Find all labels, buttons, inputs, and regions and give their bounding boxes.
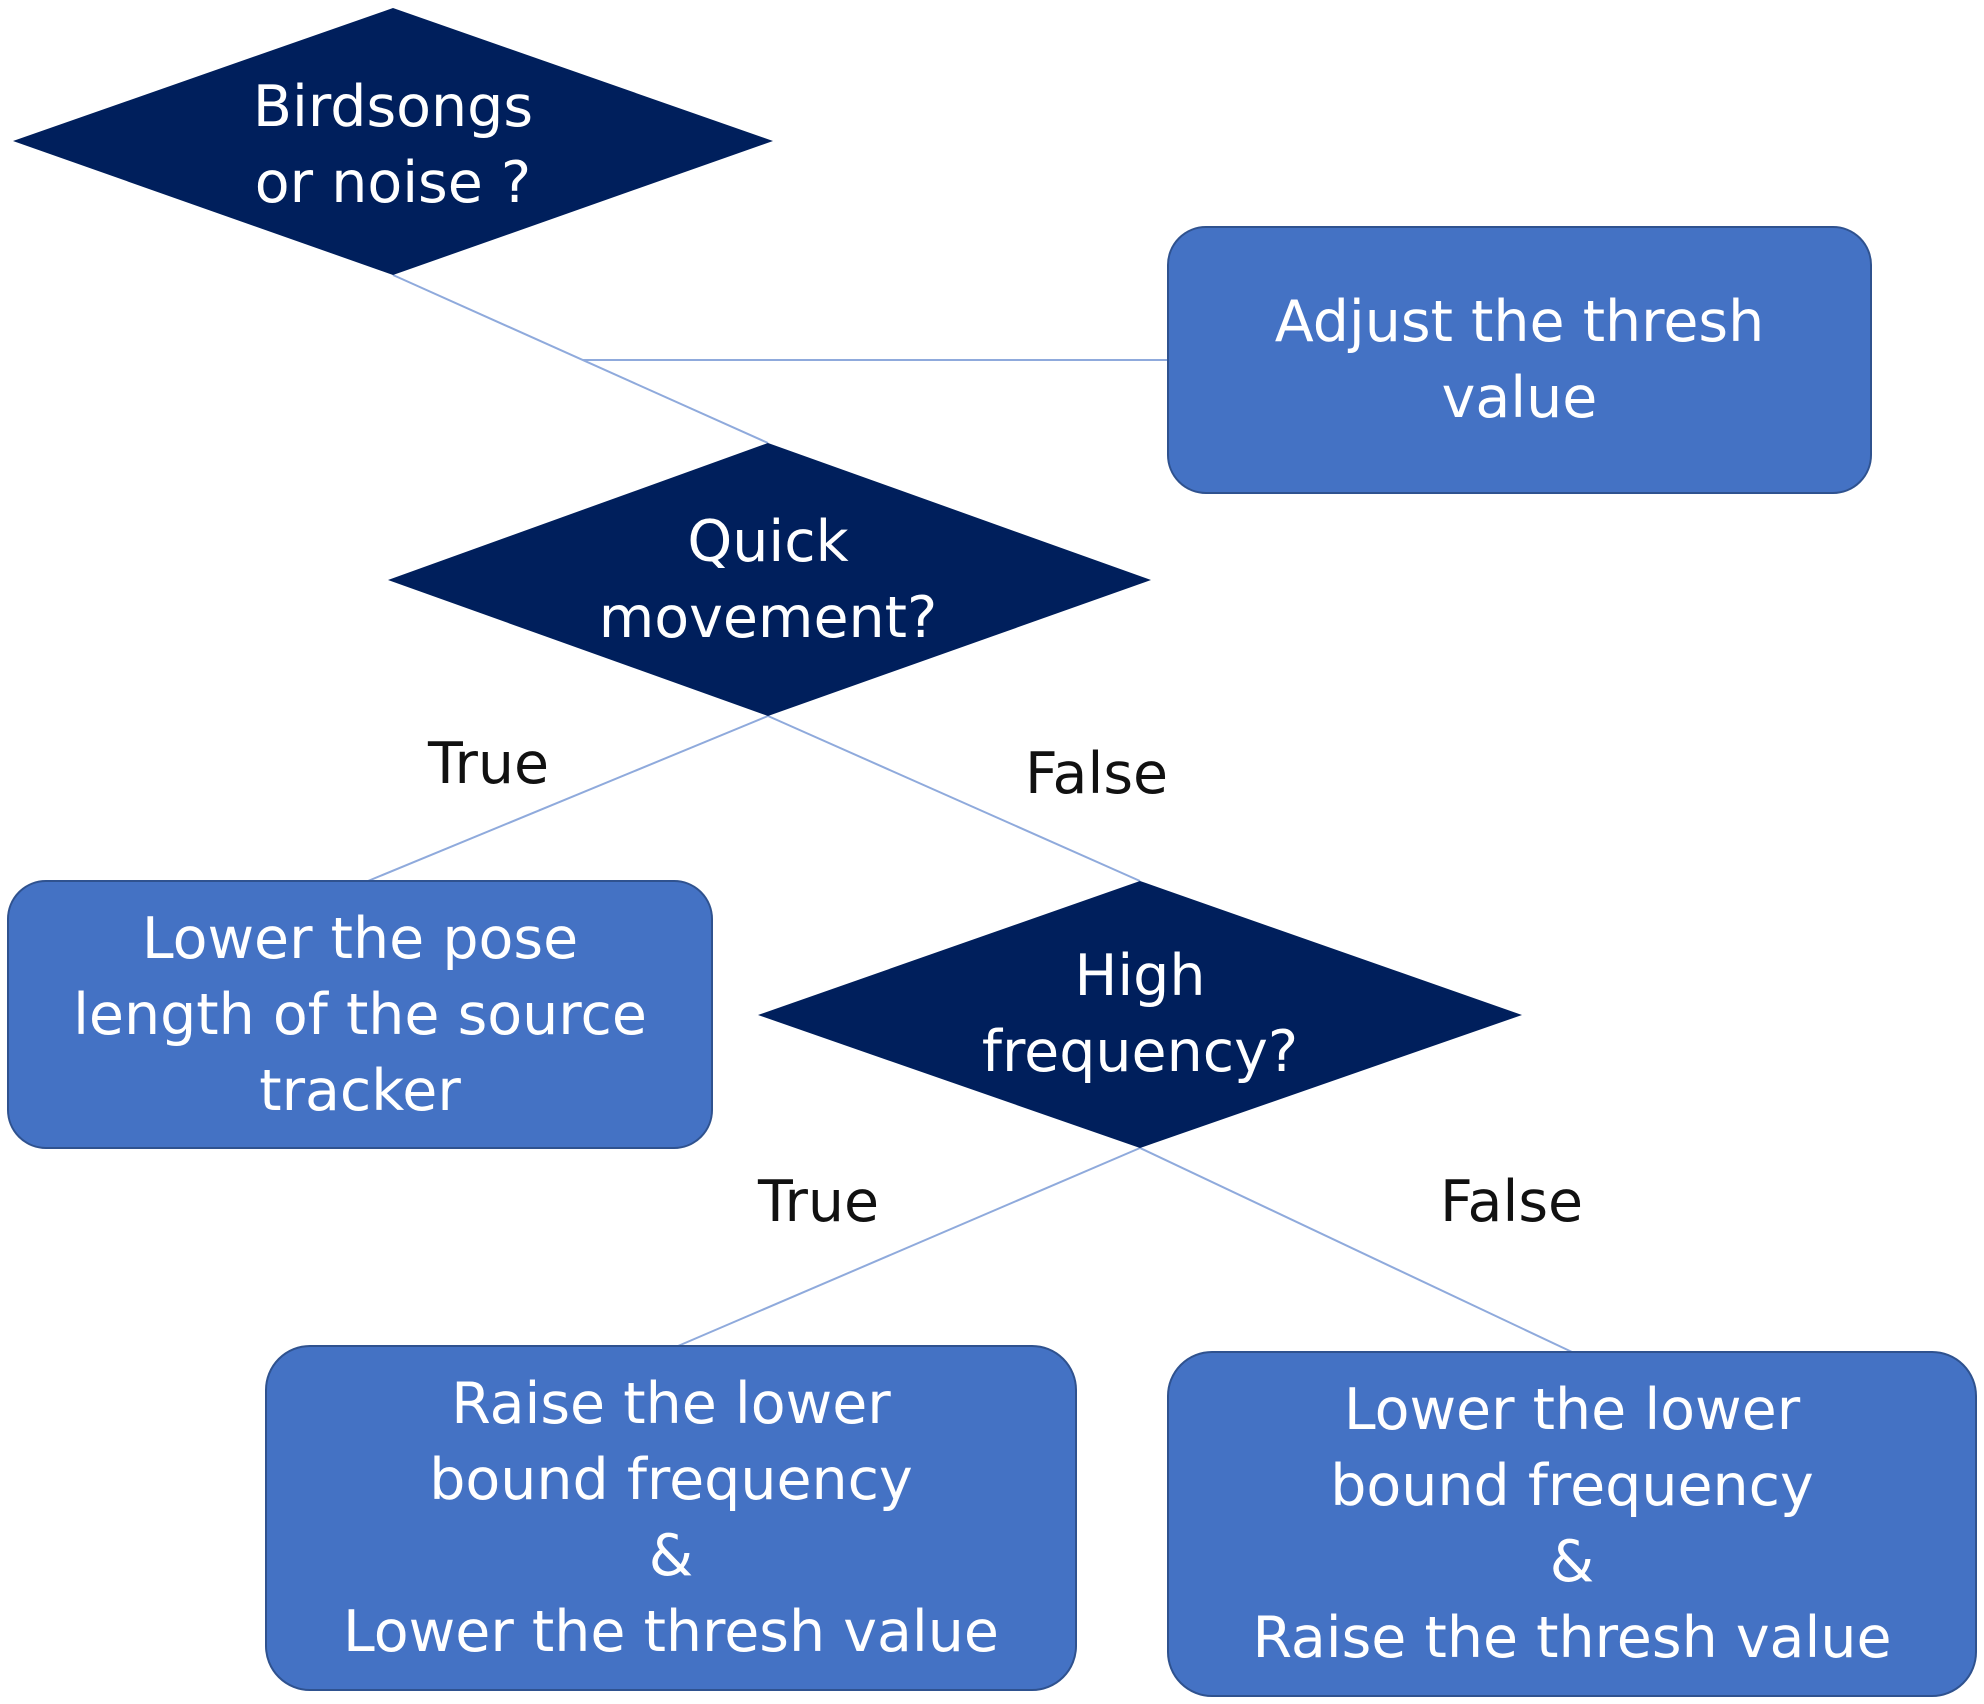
decision-birdsongs-or-noise xyxy=(13,8,773,275)
action-lower-lower-bound xyxy=(1167,1351,1977,1697)
decision-high-frequency xyxy=(758,881,1522,1148)
lower-lower-bound-label: Lower the lower bound frequency & Raise … xyxy=(1252,1377,1892,1671)
quick-movement-label: Quick movement? xyxy=(598,509,938,651)
edge-label-high-true: True xyxy=(758,1169,880,1235)
lower-pose-label: Lower the pose length of the source trac… xyxy=(73,905,647,1124)
raise-lower-bound-label: Raise the lower bound frequency & Lower … xyxy=(343,1371,999,1665)
high-frequency-label: High frequency? xyxy=(981,943,1299,1085)
edge-quick-to-high xyxy=(767,715,1141,882)
birdsongs-label: Birdsongs or noise ? xyxy=(252,74,534,216)
action-adjust-thresh xyxy=(1167,226,1872,494)
action-lower-pose-length xyxy=(7,880,713,1149)
edge-quick-to-lower-pose xyxy=(367,715,769,882)
edge-high-to-lower-lower xyxy=(1139,1147,1573,1353)
edge-high-to-raise-lower xyxy=(677,1147,1141,1347)
edge-label-quick-true: True xyxy=(428,731,550,797)
edge-label-high-false: False xyxy=(1440,1169,1584,1235)
action-raise-lower-bound xyxy=(265,1345,1077,1691)
adjust-thresh-label: Adjust the thresh value xyxy=(1274,289,1765,431)
edges xyxy=(367,274,1573,1353)
edge-birdsongs-to-quick xyxy=(392,274,769,444)
edge-label-quick-false: False xyxy=(1025,741,1169,807)
decision-quick-movement xyxy=(388,443,1151,716)
